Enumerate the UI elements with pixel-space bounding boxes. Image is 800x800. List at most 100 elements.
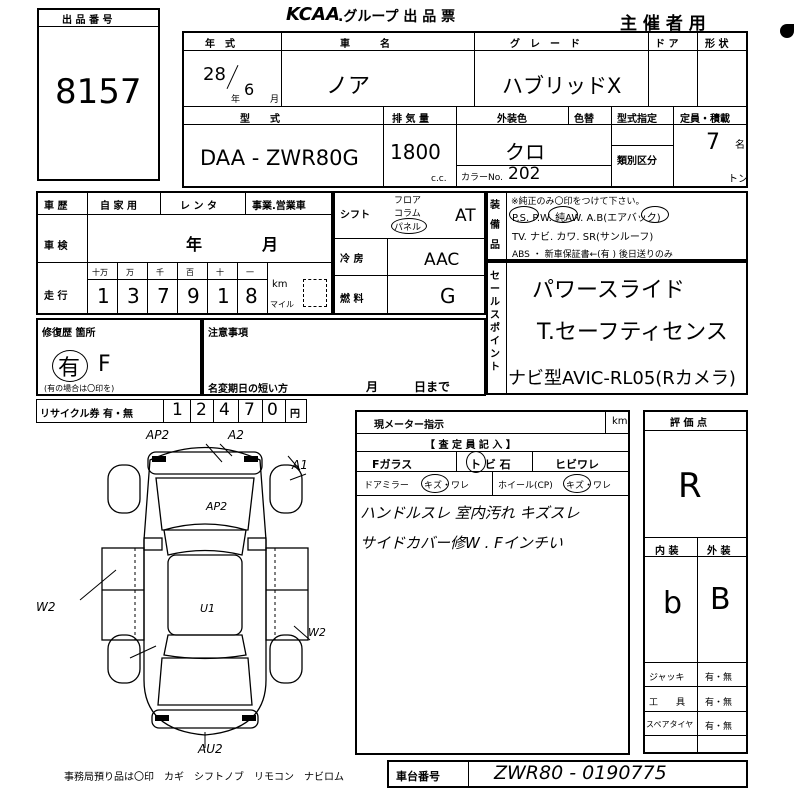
repaint-label: 色替 [574, 114, 594, 125]
type-designation-label: 型式指定 [617, 114, 657, 125]
mark-u1: U1 [200, 602, 216, 615]
chassis-label: 車台番号 [396, 770, 440, 783]
inspection-month-unit: 月 [262, 235, 279, 254]
unit-10: 十 [216, 268, 224, 277]
chassis-number: ZWR80 - 0190775 [494, 762, 667, 784]
glass-label: Fガラス [372, 458, 413, 471]
mark-a2-top: A2 [228, 428, 244, 442]
spare-yes-no: 有・無 [705, 722, 733, 732]
mileage-digit-4: 9 [187, 284, 200, 308]
recycle-digit-1: 1 [172, 400, 183, 420]
inspection-label: 車 検 [44, 241, 68, 252]
form-title: .グループ 出 品 票 [338, 9, 456, 25]
recycle-digit-5: 0 [267, 400, 278, 420]
capacity-value: 7 [706, 130, 720, 155]
sales-points-block [486, 261, 748, 395]
equipment-block [486, 191, 748, 261]
equipment-label: 装備品 [490, 200, 500, 251]
unit-10k: 万 [126, 268, 134, 277]
pw-circle [548, 206, 578, 223]
capacity-label: 定員・積載 [680, 114, 730, 125]
displacement-label: 排 気 量 [392, 114, 429, 125]
tools-label: 工 具 [649, 698, 686, 708]
ab-circle [641, 206, 669, 223]
ton-unit: トン [728, 174, 748, 185]
ac-value: AAC [424, 250, 460, 270]
ac-label: 冷 房 [340, 254, 364, 265]
lot-number: 8157 [55, 72, 142, 112]
lot-label: 出 品 番 号 [62, 15, 113, 26]
year-unit: 年 [231, 95, 241, 105]
tools-yes-no: 有・無 [705, 698, 733, 708]
drive-block [333, 191, 486, 315]
mark-ap2-top: AP2 [146, 428, 170, 442]
notes-block [202, 318, 486, 396]
history-block [36, 191, 333, 315]
car-damage-diagram [79, 443, 311, 748]
model-value: DAA - ZWR80G [200, 146, 359, 170]
sales-point-2: T.セーフティセンス [537, 320, 728, 345]
doors-label: ド ア [655, 39, 679, 50]
repair-block [36, 318, 202, 396]
meter-block [355, 410, 630, 755]
mark-ap2-roof: AP2 [206, 500, 228, 513]
model-label: 型 式 [240, 114, 280, 125]
equipment-line-1: P.S. P.W. 純AW. A.B(エアバック) [512, 213, 661, 224]
mark-a1: A1 [292, 458, 308, 472]
repair-label: 修復歴 箇所 [42, 328, 96, 339]
mile-unit: マイル [270, 300, 294, 309]
corner-mark [780, 24, 794, 38]
jack-yes-no: 有・無 [705, 673, 733, 683]
inspector-comment-2: サイドカバー修W . Fインチい [360, 534, 563, 552]
interior-label: 内 装 [655, 546, 679, 557]
rental-option: レ ン タ [180, 201, 217, 212]
shift-value: AT [455, 206, 476, 226]
equipment-line-2: TV. ナビ. カワ. SR(サンルーフ) [512, 232, 654, 243]
color-label: 外装色 [497, 114, 527, 125]
history-label: 車 歴 [44, 201, 68, 212]
color-code-value: 202 [508, 164, 541, 184]
color-value: クロ [505, 140, 545, 164]
color-code-label: カラーNo. [461, 173, 503, 183]
lot-box [37, 8, 160, 181]
sales-point-1: パワースライド [532, 278, 685, 303]
spare-label: スペアタイヤ [646, 720, 694, 729]
mileage-label: 走 行 [44, 291, 68, 302]
mileage-digit-1: 1 [97, 284, 110, 308]
recycle-block [36, 399, 307, 423]
cc-unit: c.c. [431, 174, 447, 184]
short-term-month: 月 [366, 380, 379, 394]
month-value: 6 [244, 80, 255, 99]
repair-note: (有の場合は〇印を) [44, 384, 115, 393]
repair-circle [52, 350, 88, 382]
mark-w2-right: W2 [308, 626, 326, 639]
ps-circle [509, 206, 539, 223]
shift-floor: フロア [394, 196, 422, 206]
interior-score: b [663, 586, 683, 621]
km-unit: km [272, 279, 288, 290]
recycle-digit-3: 4 [219, 400, 230, 420]
short-term-label: 名変期日の短い方 [208, 384, 288, 395]
jack-label: ジャッキ [649, 673, 685, 683]
car-name-label: 車 名 [340, 39, 390, 50]
shift-column: コラム [394, 209, 421, 219]
mileage-digit-5: 1 [217, 284, 230, 308]
exterior-label: 外 装 [707, 546, 731, 557]
fuel-value: G [440, 284, 456, 308]
shift-label: シフト [340, 210, 370, 221]
recycle-label: リサイクル券 有・無 [40, 409, 133, 420]
business-option: 事業.営業車 [252, 201, 306, 212]
inspection-year-unit: 年 [186, 235, 203, 254]
body-type-label: 形 状 [705, 39, 729, 50]
mark-au2: AU2 [198, 742, 223, 756]
rating-score: R [678, 466, 702, 506]
mark-w2-left: W2 [36, 600, 56, 614]
mileage-digit-3: 7 [157, 284, 170, 308]
unit-100k: 十万 [92, 268, 108, 277]
mile-checkbox [303, 279, 327, 307]
deposit-note: 事務局預り品は〇印 カギ シフトノブ リモコン ナビロム [64, 772, 344, 783]
shift-panel-circle [391, 218, 427, 234]
repair-location: F [98, 352, 111, 377]
capacity-unit: 名 [735, 140, 745, 151]
mileage-digit-2: 3 [127, 284, 140, 308]
